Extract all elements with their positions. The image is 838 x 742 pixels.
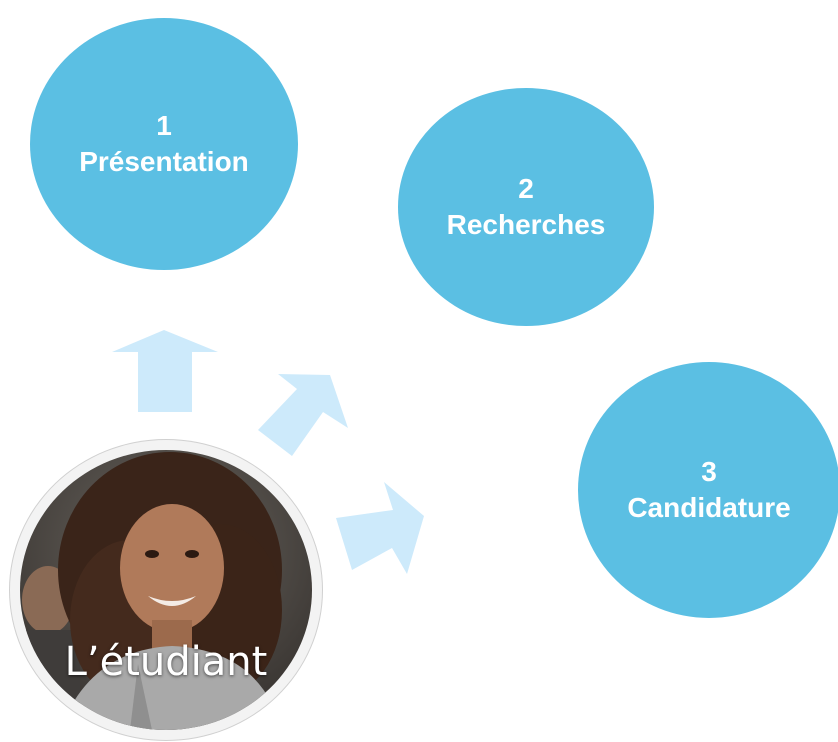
student-label: L’étudiant bbox=[64, 639, 268, 685]
up-arrow-icon bbox=[258, 374, 348, 456]
step-2-circle: 2 Recherches bbox=[398, 88, 654, 326]
up-arrow-icon bbox=[336, 482, 424, 574]
portrait-illustration bbox=[20, 450, 312, 730]
step-number: 1 bbox=[156, 110, 172, 141]
step-label: Recherches bbox=[446, 209, 606, 240]
step-label: Candidature bbox=[627, 492, 791, 523]
student-portrait-photo bbox=[20, 450, 312, 730]
student-avatar: L’étudiant bbox=[10, 440, 322, 742]
step-label: Présentation bbox=[79, 146, 249, 177]
step-number: 3 bbox=[701, 456, 717, 487]
up-arrow-icon bbox=[112, 330, 218, 412]
step-number: 2 bbox=[518, 173, 534, 204]
step-3-circle: 3 Candidature bbox=[578, 362, 838, 618]
step-1-circle: 1 Présentation bbox=[30, 18, 298, 270]
